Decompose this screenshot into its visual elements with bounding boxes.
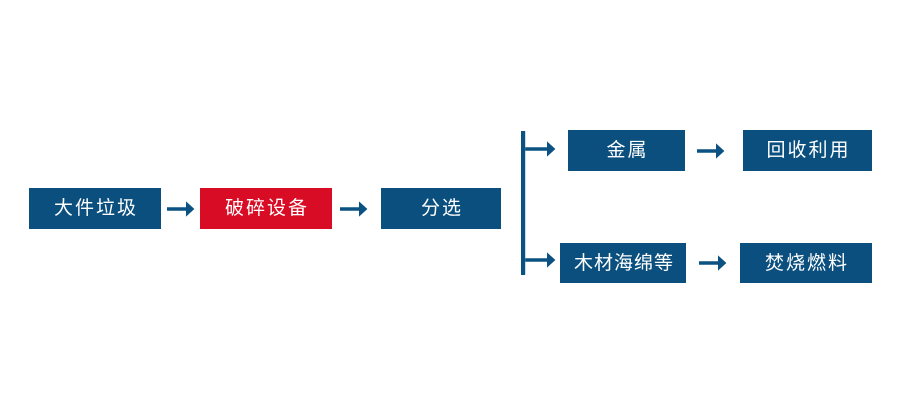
node-metal[interactable]: 金属 xyxy=(568,130,685,171)
arrow-metal-to-recycling-icon xyxy=(697,140,725,162)
node-incineration-fuel[interactable]: 焚烧燃料 xyxy=(740,243,872,283)
node-sorting[interactable]: 分选 xyxy=(381,188,501,229)
node-shredding-equipment[interactable]: 破碎设备 xyxy=(200,188,332,229)
arrow-wood-to-fuel-icon xyxy=(699,252,727,274)
node-bulky-waste[interactable]: 大件垃圾 xyxy=(29,188,161,229)
node-wood-sponge[interactable]: 木材海绵等 xyxy=(560,243,686,283)
arrow-bulky-to-shredder-icon xyxy=(167,198,195,220)
branch-bracket-sorting-split-icon xyxy=(521,131,563,275)
node-recycling[interactable]: 回收利用 xyxy=(743,130,872,171)
arrow-shredder-to-sorting-icon xyxy=(340,198,368,220)
